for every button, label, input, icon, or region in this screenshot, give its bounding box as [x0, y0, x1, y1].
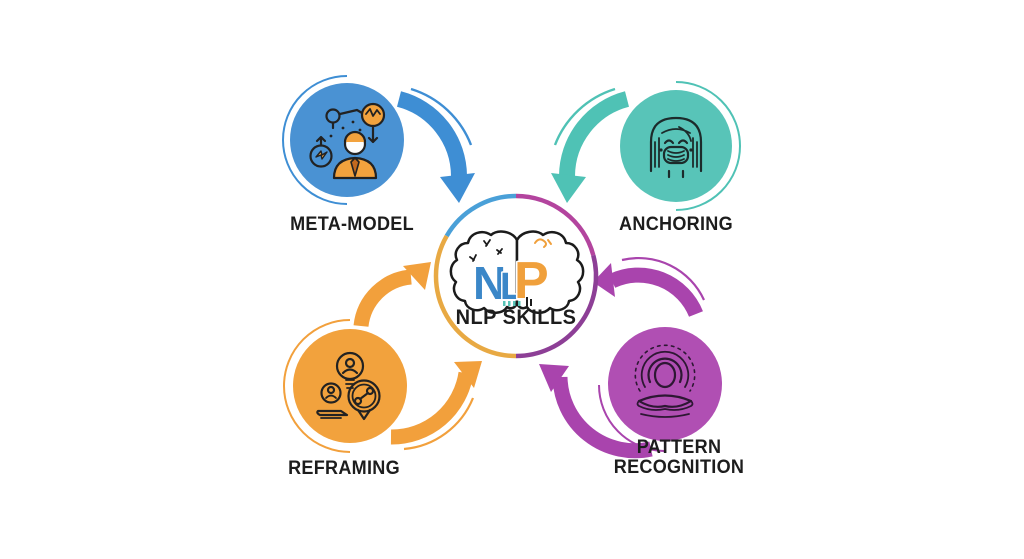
pattern-recognition-arrowhead-upper — [593, 263, 615, 297]
anchoring-arrowhead — [551, 173, 586, 203]
anchoring-halo-arc — [675, 81, 741, 211]
brain-neuron-squiggles — [469, 239, 503, 262]
pattern-arrow-accent-arc-top — [621, 257, 705, 301]
reframing-circle — [293, 329, 407, 443]
meta-model-label: META-MODEL — [290, 214, 414, 235]
anchoring-arrow — [551, 91, 630, 203]
brain-orange-squiggle — [534, 238, 552, 248]
pattern-recognition-arrowhead-lower — [539, 364, 569, 392]
reframing-arrow-accent-arc — [403, 397, 475, 451]
logo-letter-n: N — [473, 257, 506, 309]
pattern-recognition-label: PATTERN RECOGNITION — [613, 437, 745, 478]
center-ring-magenta-arc — [515, 193, 596, 256]
meta-model-halo-arc — [282, 75, 348, 205]
center-label: NLP SKILLS — [455, 306, 577, 329]
meditating-person-icon — [634, 344, 696, 418]
pattern-recognition-halo-arc — [598, 384, 665, 452]
meta-model-arrow-accent-arc — [410, 87, 473, 146]
pattern-recognition-arrow-upper — [593, 263, 703, 318]
idea-bulbs-compass-icon — [316, 351, 381, 421]
meta-model-arrowhead — [440, 173, 475, 203]
center-ring-orange-arc — [433, 234, 517, 359]
nlp-brain-logo: N L P — [449, 230, 585, 314]
reframing-arrow-upper — [353, 262, 431, 328]
person-analysis-icon — [309, 102, 386, 180]
calm-face-mask-icon — [649, 116, 703, 179]
reframing-arrow-lower — [390, 361, 482, 445]
logo-accent-marks — [503, 297, 532, 306]
reframing-arrowhead-upper — [403, 262, 431, 290]
center-ring-blue-arc — [444, 193, 517, 238]
reframing-arrowhead-lower — [454, 361, 482, 388]
pattern-recognition-circle — [608, 327, 722, 441]
anchoring-label: ANCHORING — [619, 214, 733, 235]
brain-right-hemisphere — [515, 230, 585, 314]
reframing-halo-arc — [283, 319, 351, 453]
reframing-label: REFRAMING — [288, 458, 400, 479]
anchoring-arrow-accent-arc — [553, 87, 616, 146]
center-ring-purple-arc — [515, 254, 599, 359]
pattern-recognition-arrow-lower — [539, 364, 653, 459]
meta-model-arrow — [396, 91, 475, 203]
